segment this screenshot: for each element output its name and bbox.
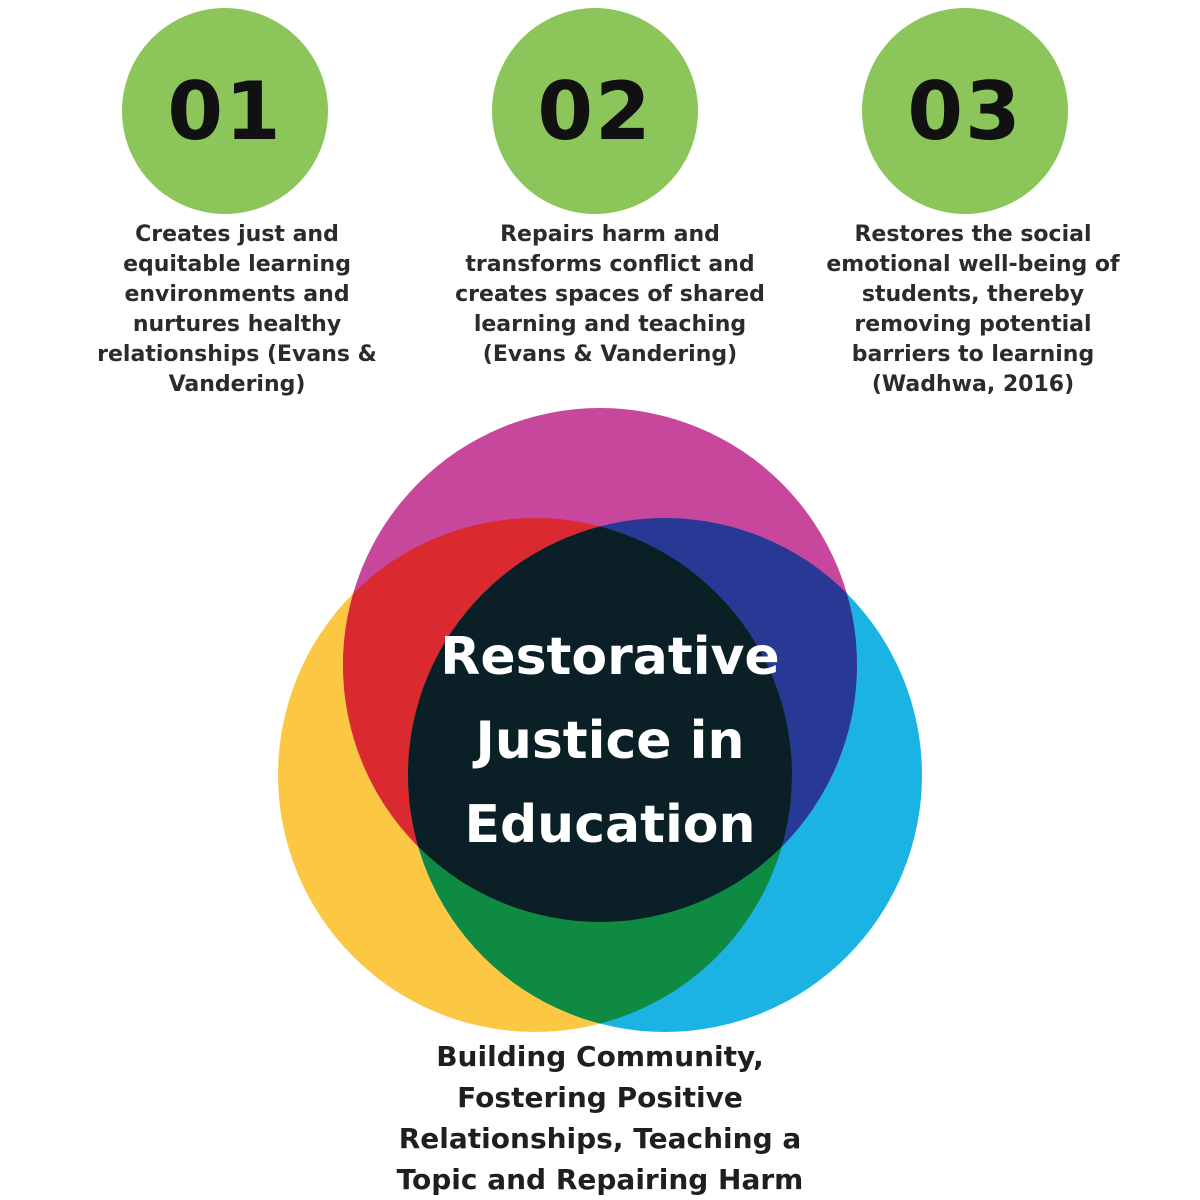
number-label-02: 02 (537, 64, 653, 158)
venn-caption: Building Community, Fostering Positive R… (396, 1040, 804, 1196)
center-title: Restorative Justice in Education (440, 627, 780, 855)
number-circle-02: 02 (492, 8, 698, 214)
number-circle-03: 03 (862, 8, 1068, 214)
number-circle-01: 01 (122, 8, 328, 214)
principle-text-02: Repairs harm and transforms conflict and… (455, 222, 765, 367)
principle-text-01: Creates just and equitable learning envi… (97, 222, 377, 397)
principle-text-03: Restores the social emotional well-being… (826, 222, 1120, 397)
number-label-03: 03 (907, 64, 1023, 158)
number-label-01: 01 (167, 64, 283, 158)
center-overlap (408, 518, 792, 922)
